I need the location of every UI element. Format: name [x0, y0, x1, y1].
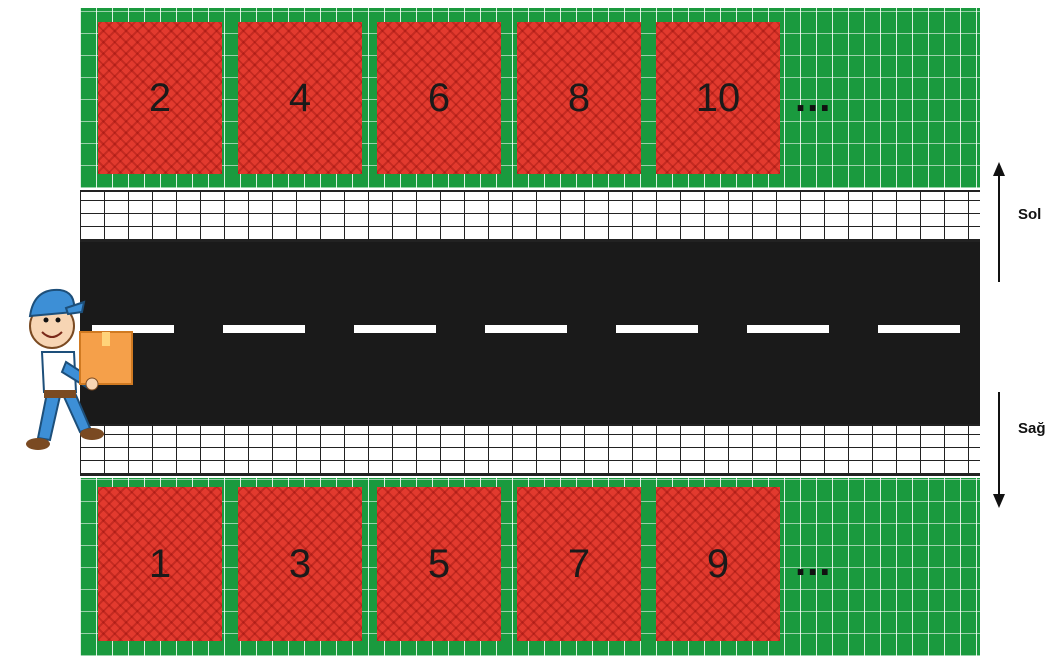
house-number: 10 [696, 76, 741, 121]
direction-arrows [985, 160, 1013, 510]
right-side-label: Sağ [1018, 420, 1046, 437]
continuation-ellipsis-bottom: ... [795, 542, 831, 582]
house-2: 2 [98, 22, 222, 174]
house-10: 10 [656, 22, 780, 174]
lane-dash [354, 325, 436, 333]
house-number: 5 [428, 542, 450, 587]
house-8: 8 [517, 22, 641, 174]
house-number: 4 [289, 76, 311, 121]
arrow-up-icon [993, 162, 1005, 282]
lane-dash [747, 325, 829, 333]
house-9: 9 [656, 487, 780, 641]
house-6: 6 [377, 22, 501, 174]
arrow-down-icon [993, 392, 1005, 508]
delivery-person-icon [8, 270, 138, 460]
road [80, 242, 980, 424]
house-number: 9 [707, 542, 729, 587]
house-number: 2 [149, 76, 171, 121]
house-number: 1 [149, 542, 171, 587]
left-side-label: Sol [1018, 206, 1041, 223]
sidewalk-top [80, 190, 980, 242]
lane-dash [878, 325, 960, 333]
package-icon [80, 332, 132, 384]
house-1: 1 [98, 487, 222, 641]
house-number: 7 [568, 542, 590, 587]
lane-dash [223, 325, 305, 333]
sidewalk-bottom [80, 424, 980, 476]
house-7: 7 [517, 487, 641, 641]
continuation-ellipsis-top: ... [795, 78, 831, 118]
house-4: 4 [238, 22, 362, 174]
house-3: 3 [238, 487, 362, 641]
lane-dash [485, 325, 567, 333]
house-5: 5 [377, 487, 501, 641]
house-number: 3 [289, 542, 311, 587]
house-number: 8 [568, 76, 590, 121]
lane-dash [616, 325, 698, 333]
house-number: 6 [428, 76, 450, 121]
